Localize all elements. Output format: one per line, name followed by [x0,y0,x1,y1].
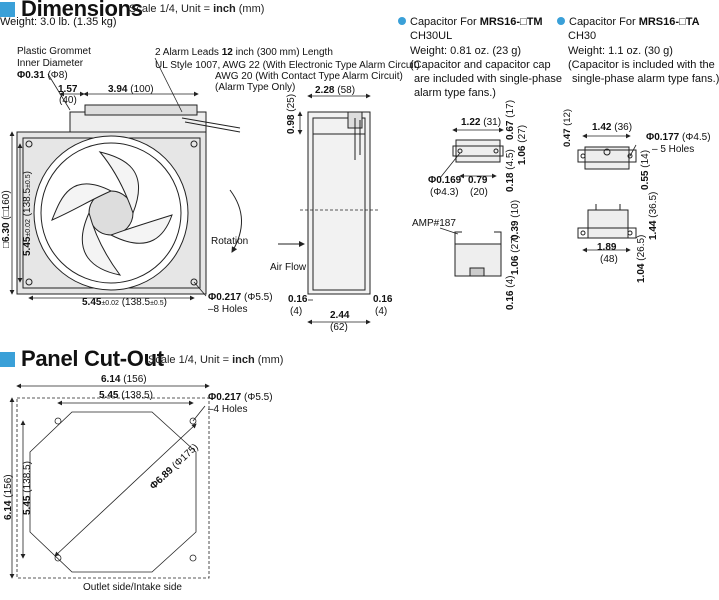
cap-ta-d104: 1.04 (26.5) [636,234,647,283]
cap-tm-d079-mm: (20) [470,187,488,198]
side-dim-228: 2.28 (58) [315,85,356,96]
cap-ta-d142: 1.42 (36) [592,122,633,133]
rotation-label: Rotation [211,236,249,247]
dim-157-mm: (40) [59,95,77,106]
side-dim-098: 0.98 (25) [286,93,297,134]
cap-ta-note-2: single-phase alarm type fans.) [572,73,719,85]
cap-tm-note-1: (Capacitor and capacitor cap [410,59,551,71]
cap-tm-d079: 0.79 [468,175,488,186]
lead-line-3: AWG 20 (With Contact Type Alarm Circuit) [215,71,403,82]
lead-line-1: 2 Alarm Leads 12 inch (300 mm) Length [155,47,333,58]
cap-tm-d018: 0.18 (4.5) [505,149,516,192]
lead-line-2: UL Style 1007, AWG 22 (With Electronic T… [155,60,420,71]
fan-front-view [16,104,242,295]
bullet-icon [557,17,565,25]
cap-ta-drawing [577,133,637,253]
scale-note-panel: Scale 1/4, Unit = inch (mm) [148,354,284,366]
cap-ta-d144: 1.44 (36.5) [648,191,659,240]
cap-ta-d0177: Φ0.177 (Φ4.5) [646,132,711,143]
cap-tm-part: CH30UL [410,30,453,42]
cap-tm-amp: AMP#187 [412,218,456,229]
cap-tm-d016: 0.16 (4) [505,275,516,310]
section-marker-dimensions [0,2,15,17]
side-dim-630: □6.30 (□160) [1,190,12,248]
cap-tm-d122: 1.22 (31) [461,117,502,128]
bottom-dim-545: 5.45±0.02 (138.5±0.5) [82,297,167,308]
panel-caption: Outlet side/Intake side [83,582,182,593]
dim-394: 3.94 (100) [108,84,154,95]
fan-front-dim-lines [9,57,207,301]
air-flow-label: Air Flow [270,262,307,273]
cap-ta-d047: 0.47 (12) [562,108,573,147]
cap-ta-weight: Weight: 1.1 oz. (30 g) [568,45,673,57]
grommet-label-1: Plastic Grommet [17,46,91,57]
cap-tm-d106: 1.06 (27) [517,124,528,165]
cap-ta-d189-mm: (48) [600,254,618,265]
cap-ta-note-1: (Capacitor is included with the [568,59,715,71]
side-dim-016-right-mm: (4) [375,306,388,317]
section-title-dimensions: Dimensions [21,0,143,21]
cap-tm-note-3: alarm type fans.) [414,87,496,99]
fan-side-view [278,93,378,325]
cap-ta-d055: 0.55 (14) [640,149,651,190]
panel-d545: 5.45 (138.5) [99,390,153,401]
cap-tm-d0169: Φ0.169 [428,175,462,186]
side-dim-545: 5.45±0.02 (138.5±0.5) [22,171,33,256]
side-dim-016-right: 0.16 [373,294,393,305]
lead-line-4: (Alarm Type Only) [215,82,296,93]
panel-d614: 6.14 (156) [101,374,147,385]
panel-holes-count: –4 Holes [208,404,248,415]
section-marker-panel [0,352,15,367]
holes-diameter: Φ0.217 (Φ5.5) [208,292,273,303]
bullet-icon [398,17,406,25]
grommet-diameter: Φ0.31 (Φ8) [17,70,68,81]
cap-ta-part: CH30 [568,30,597,42]
holes-count: –8 Holes [208,304,248,315]
section-title-panel: Panel Cut-Out [21,346,164,371]
cap-ta-title: Capacitor For MRS16-□TA [557,16,700,28]
cap-tm-title: Capacitor For MRS16-□TM [398,16,543,28]
cap-tm-d106b: 1.06 (27) [510,234,521,275]
dim-157: 1.57 [58,84,78,95]
cap-tm-drawing [439,127,504,277]
side-dim-244-mm: (62) [330,322,348,333]
side-dim-016-left: 0.16 [288,294,308,305]
cap-ta-holes: – 5 Holes [652,144,695,155]
cap-ta-d189: 1.89 [597,242,617,253]
side-dim-244: 2.44 [330,310,350,321]
grommet-label-2: Inner Diameter [17,58,84,69]
panel-holes: Φ0.217 (Φ5.5) [208,392,273,403]
cap-tm-d0169-mm: (Φ4.3) [430,187,459,198]
scale-note-dimensions: Scale 1/4, Unit = inch (mm) [129,3,265,15]
fan-weight: Weight: 3.0 lb. (1.35 kg) [0,16,117,28]
cap-tm-d067: 0.67 (17) [505,99,516,140]
panel-v545: 5.45 (138.5) [22,461,33,515]
side-dim-016-left-mm: (4) [290,306,303,317]
cap-tm-note-2: are included with single-phase [414,73,562,85]
cap-tm-weight: Weight: 0.81 oz. (23 g) [410,45,522,57]
panel-v614: 6.14 (156) [3,474,14,520]
panel-cutout-drawing [9,383,210,579]
